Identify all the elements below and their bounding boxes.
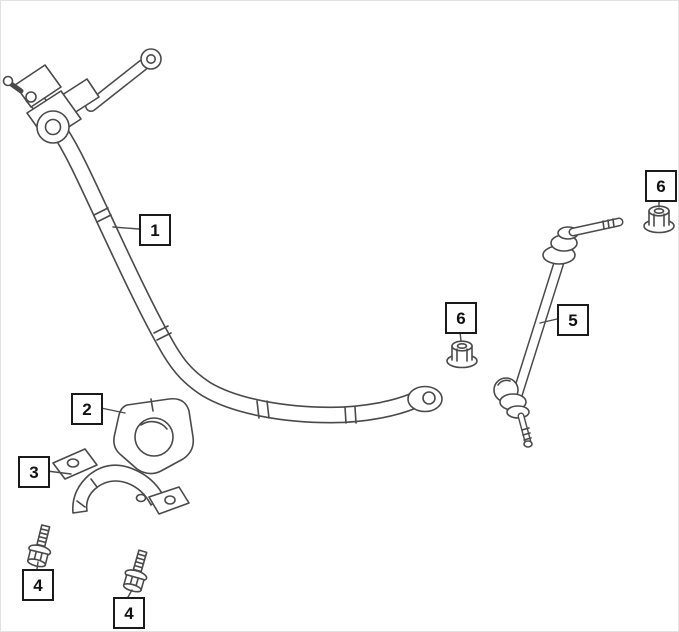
callout-label: 3 [29, 462, 39, 482]
callout-label: 6 [456, 308, 466, 328]
callout-stabilizer-link: 5 [557, 304, 589, 336]
callout-nut-upper-right: 6 [645, 170, 677, 202]
bushing [113, 397, 195, 475]
callout-nut-middle: 6 [445, 302, 477, 334]
callout-label: 6 [656, 176, 666, 196]
callout-label: 2 [82, 399, 92, 419]
bolt-bottom [120, 547, 155, 595]
bolt-left [24, 522, 58, 570]
stabilizer-link [493, 217, 624, 448]
callout-stabilizer-bar: 1 [139, 214, 171, 246]
callout-label: 1 [150, 220, 160, 240]
stabilizer-bar [2, 48, 443, 424]
callout-bolt-left: 4 [22, 569, 54, 601]
callout-bolt-bottom: 4 [113, 597, 145, 629]
callout-label: 5 [568, 310, 578, 330]
callout-label: 4 [33, 575, 43, 595]
nut-middle [446, 340, 478, 369]
callout-bushing: 2 [71, 393, 103, 425]
nut-upper-right [643, 205, 675, 234]
bar-mount-clamp [2, 64, 100, 144]
bracket [52, 448, 190, 515]
callout-label: 4 [124, 603, 134, 623]
callout-bracket: 3 [18, 456, 50, 488]
